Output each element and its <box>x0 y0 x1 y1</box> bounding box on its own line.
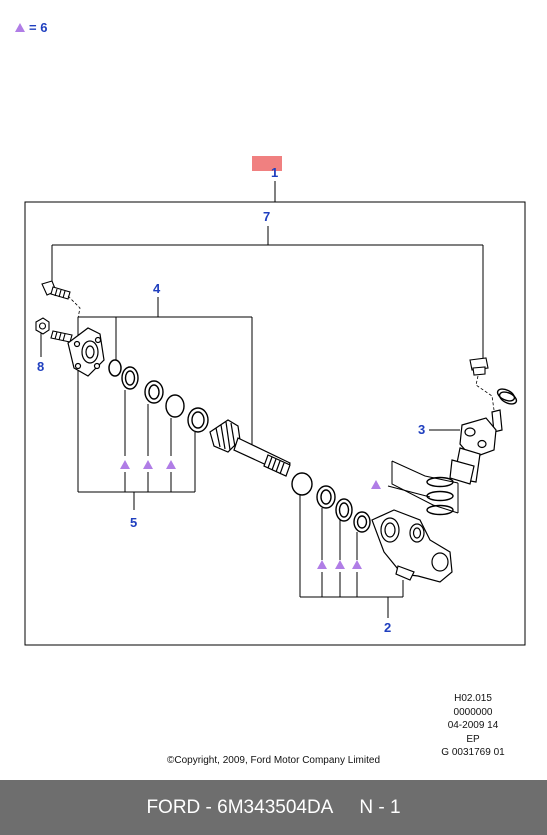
info-line: H02.015 <box>454 693 492 704</box>
bolt-part <box>41 280 71 300</box>
triangle-marker <box>166 460 176 469</box>
triangle-marker <box>352 560 362 569</box>
right-housing <box>371 509 453 583</box>
left-housing-cover <box>67 327 105 377</box>
spring-ring <box>498 391 518 405</box>
nut-part <box>35 317 50 335</box>
callout-8[interactable]: 8 <box>37 359 44 374</box>
callout-5[interactable]: 5 <box>130 515 137 530</box>
oring-bracket <box>387 460 459 514</box>
info-line: 0000000 <box>453 706 493 718</box>
orings <box>426 476 454 516</box>
small-ring <box>108 359 122 377</box>
triangle-marker <box>120 460 130 469</box>
legend-triangle-icon <box>15 23 25 32</box>
callout-4[interactable]: 4 <box>153 281 161 296</box>
stud-part <box>50 330 73 343</box>
bracket-5 <box>77 370 196 510</box>
bracket-2 <box>299 495 404 618</box>
drawing-info: H02.015 0000000 04-2009 14 EP G 0031769 … <box>413 692 533 760</box>
info-line: EP <box>466 733 480 745</box>
info-line: G 0031769 01 <box>441 747 505 758</box>
triangle-marker <box>335 560 345 569</box>
seal-rings-right <box>291 472 371 533</box>
bracket-7 <box>51 226 484 360</box>
triangle-marker <box>371 480 381 489</box>
footer-bar: FORD - 6M343504DA N - 1 <box>0 780 547 835</box>
parts-diagram: = 6 1 7 4 8 <box>15 20 526 646</box>
adjuster-screw <box>469 357 489 376</box>
footer-part-number: FORD - 6M343504DA <box>146 796 334 818</box>
highlight-marker <box>252 156 282 171</box>
callout-7[interactable]: 7 <box>263 209 270 224</box>
footer-sheet: N - 1 <box>359 796 401 818</box>
callout-3[interactable]: 3 <box>418 422 425 437</box>
legend-text: = 6 <box>29 20 47 35</box>
seal-rings-left <box>121 366 209 433</box>
bracket-4 <box>77 297 253 445</box>
triangle-marker <box>143 460 153 469</box>
diagram-frame <box>24 201 526 646</box>
callout-1[interactable]: 1 <box>271 165 278 180</box>
copyright-text: ©Copyright, 2009, Ford Motor Company Lim… <box>166 755 381 766</box>
pinion-shaft <box>209 419 291 477</box>
info-line: 04-2009 14 <box>447 720 499 731</box>
callout-2[interactable]: 2 <box>384 620 391 635</box>
valve-assembly <box>449 409 503 485</box>
triangle-marker <box>317 560 327 569</box>
legend: = 6 <box>15 20 47 35</box>
